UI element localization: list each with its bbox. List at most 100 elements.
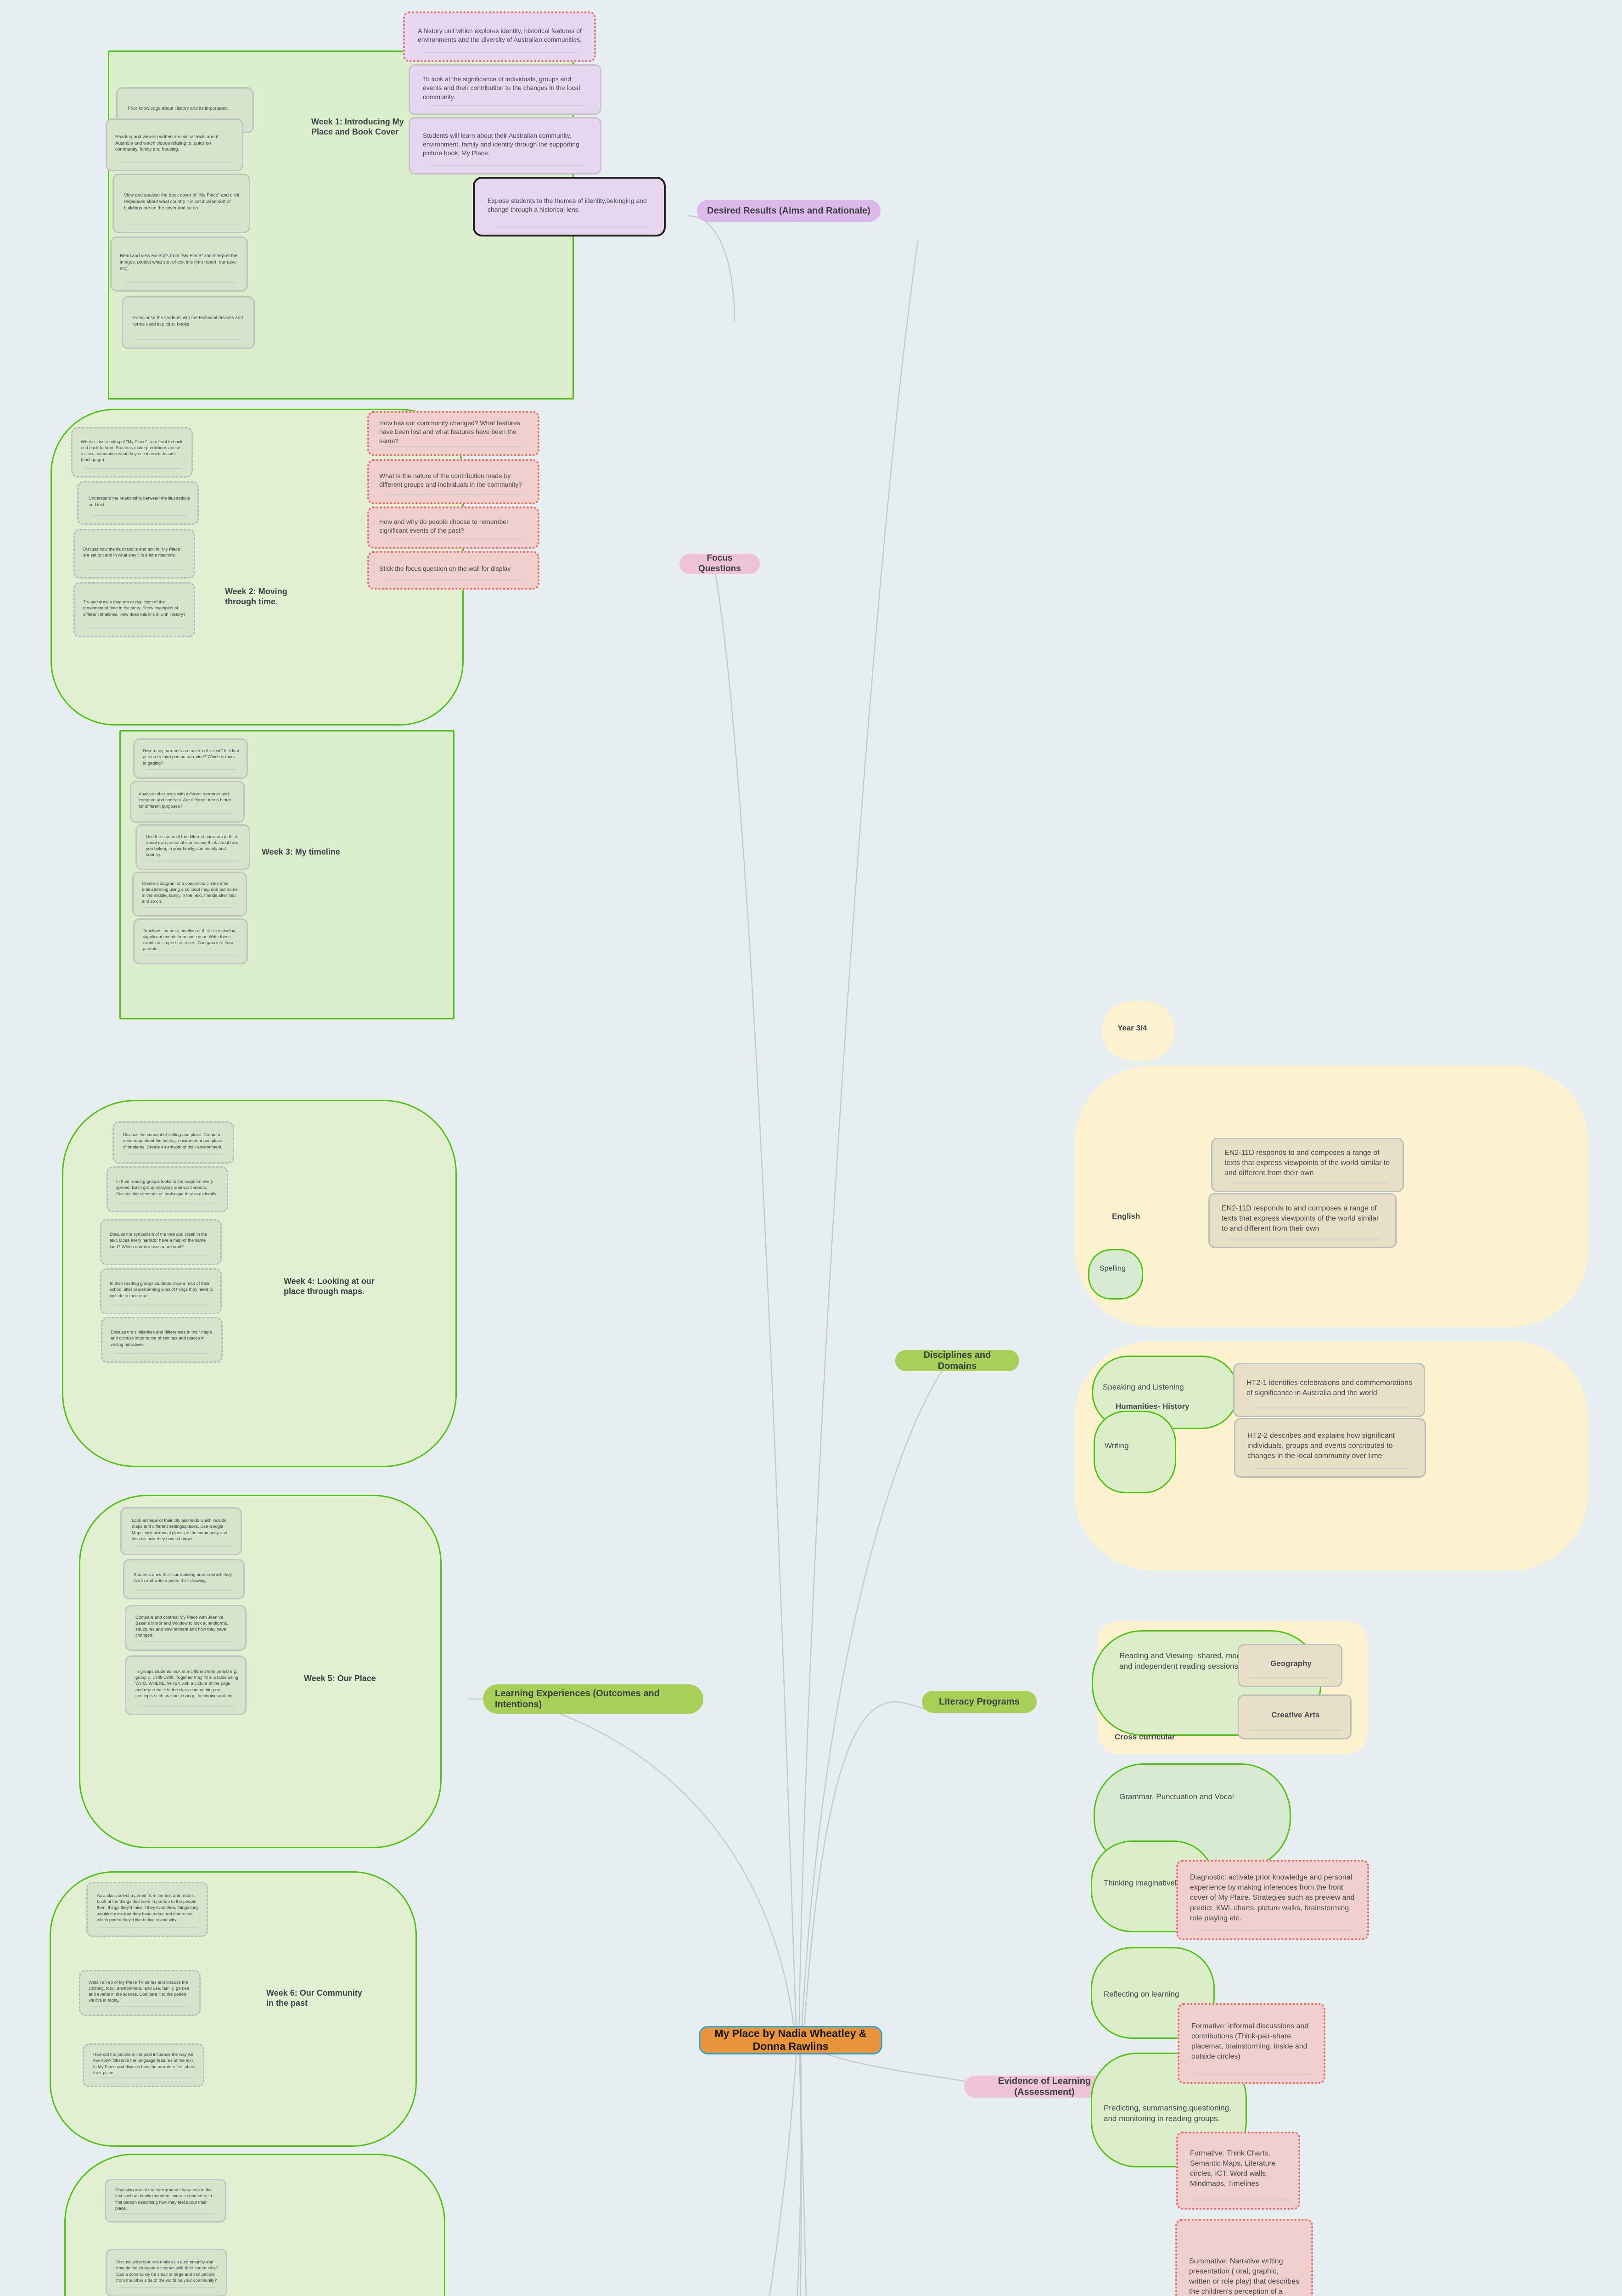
week-5-item-0[interactable]: Look at maps of their city and texts whi… [120,1507,242,1555]
week-4-item-3[interactable]: In their reading groups students draw a … [100,1268,222,1314]
cross-curricular-label: Cross curricular [1115,1733,1175,1741]
card-text: Use the stories of the different narrato… [146,834,239,858]
card-text: Choosing one of the background character… [115,2188,212,2211]
week-3-item-1[interactable]: Analyse other texts with different narra… [130,781,245,823]
evidence-card-0[interactable]: Diagnostic: activate prior knowledge and… [1176,1860,1369,1940]
week-6-label: Week 6: Our Community in the past [266,1988,362,2008]
card-text: Look at maps of their city and texts whi… [132,1518,228,1542]
week-1-label: Week 1: Introducing My Place and Book Co… [311,117,404,136]
week-1-item-2[interactable]: View and analyse the book cover of "My P… [112,174,250,233]
focus-question-2[interactable]: How and why do people choose to remember… [367,506,539,549]
predicting-summarising-label: Predicting, summarising,questioning, and… [1104,2104,1231,2123]
card-text: Students will learn about their Australi… [423,131,579,157]
desired-results-item-1[interactable]: To look at the significance of individua… [409,64,601,115]
spelling-blob[interactable] [1088,1249,1143,1300]
week-2-item-1[interactable]: Understand the relationship between the … [77,481,199,525]
evidence-card-1[interactable]: Formative: informal discussions and cont… [1178,2003,1325,2084]
week-3-item-4[interactable]: Timelines: create a timeline of their li… [133,918,248,964]
card-text: Understand the relationship between the … [89,496,190,507]
card-text: Formative: informal discussions and cont… [1191,2022,1309,2061]
card-text: Try and draw a diagram or depiction of t… [83,600,186,617]
speaking-listening-label: Speaking and Listening [1103,1383,1184,1391]
desired-results-item-3[interactable]: Expose students to the themes of identit… [473,177,666,236]
card-text: Formative: Think Charts, Semantic Maps, … [1190,2149,1276,2188]
week-6-item-0[interactable]: As a class select a period from the text… [86,1882,208,1937]
card-text: Watch an ep of My Place TV series and di… [89,1980,189,2003]
card-text: Creative Arts [1271,1711,1320,1720]
week-3-item-3[interactable]: Create a diagram of 5 concentric circles… [132,872,247,917]
branch-disciplines[interactable]: Disciplines and Domains [895,1350,1019,1371]
week-3-item-2[interactable]: Use the stories of the different narrato… [135,824,250,870]
year-label: Year 3/4 [1117,1024,1147,1032]
branch-literacy-programs[interactable]: Literacy Programs [922,1691,1037,1713]
writing-blob[interactable] [1094,1411,1176,1493]
card-text: Prior knowledge about History and its im… [128,106,229,112]
week-4-item-2[interactable]: Discuss the symbolism of the tree and cr… [100,1219,222,1265]
evidence-card-3[interactable]: Summative: Narrative writing presentatio… [1175,2219,1313,2296]
card-text: Create a diagram of 5 concentric circles… [142,881,238,905]
card-text: In groups students look at a different t… [135,1669,238,1699]
grammar-label: Grammar, Punctuation and Vocal [1119,1792,1234,1801]
week-7-group [64,2154,445,2296]
spelling-label: Spelling [1100,1265,1126,1272]
reading-viewing-label: Reading and Viewing- shared, modelled an… [1119,1651,1258,1671]
card-text: Whole class reading of "My Place" from f… [81,439,183,463]
evidence-card-2[interactable]: Formative: Think Charts, Semantic Maps, … [1176,2132,1300,2210]
week-1-item-4[interactable]: Familiarise the students wth the technic… [122,296,255,349]
reflecting-on-learning-label: Reflecting on learning [1104,1990,1179,1998]
central-node[interactable]: My Place by Nadia Wheatley & Donna Rawli… [699,2026,882,2054]
card-text: Summative: Narrative writing presentatio… [1189,2257,1300,2296]
week-7-item-0[interactable]: Choosing one of the background character… [105,2179,226,2223]
week-4-label: Week 4: Looking at our place through map… [284,1277,375,1296]
card-text: Discuss what features makes up a communi… [116,2260,218,2283]
week-4-item-1[interactable]: In their reading groups looks at the map… [107,1166,228,1212]
history-outcome-0[interactable]: HT2-1 identifies celebrations and commem… [1233,1363,1425,1417]
card-text: Compare and contrast My Place with Jeann… [135,1615,228,1638]
card-text: Discuss the symbolism of the tree and cr… [110,1232,208,1249]
week-7-item-1[interactable]: Discuss what features makes up a communi… [106,2249,227,2296]
writing-label: Writing [1105,1441,1129,1450]
week-3-item-0[interactable]: How many narrators are used in the text?… [133,738,248,779]
card-text: Stick the focus question on the wall for… [379,565,511,573]
week-5-item-3[interactable]: In groups students look at a different t… [125,1655,247,1715]
week-5-item-2[interactable]: Compare and contrast My Place with Jeann… [125,1605,247,1651]
week-1-item-1[interactable]: Reading and viewing written and visual t… [106,118,243,171]
history-outcome-1[interactable]: HT2-2 describes and explains how signifi… [1234,1418,1426,1478]
english-outcome-1[interactable]: EN2-11D responds to and composes a range… [1208,1193,1397,1248]
week-2-item-2[interactable]: Discuss how the illustrations and text i… [73,529,195,579]
week-6-item-1[interactable]: Watch an ep of My Place TV series and di… [79,1970,201,2016]
card-text: Discuss the similarities and differences… [111,1330,212,1347]
desired-results-item-0[interactable]: A history unit which explores identity, … [403,11,596,62]
card-text: Expose students to the themes of identit… [488,197,647,213]
desired-results-item-2[interactable]: Students will learn about their Australi… [409,117,601,174]
week-4-item-4[interactable]: Discuss the similarities and differences… [101,1317,223,1363]
week-4-item-0[interactable]: Discuss the concept of setting and place… [112,1121,234,1164]
focus-question-1[interactable]: What is the nature of the contribution m… [367,459,539,504]
week-3-label: Week 3: My timeline [262,847,340,856]
card-text: Timelines: create a timeline of their li… [143,928,236,952]
card-text: In their reading groups looks at the map… [116,1179,218,1197]
thinking-imaginatively-label: Thinking imaginatively, [1104,1879,1182,1887]
year-group-cloud [1102,1001,1175,1061]
card-text: What is the nature of the contribution m… [379,472,522,488]
week-2-item-0[interactable]: Whole class reading of "My Place" from f… [71,427,193,478]
week-2-item-3[interactable]: Try and draw a diagram or depiction of t… [73,582,195,637]
branch-learning-experiences[interactable]: Learning Experiences (Outcomes and Inten… [483,1684,703,1714]
branch-focus-questions[interactable]: Focus Questions [679,553,760,574]
focus-question-3[interactable]: Stick the focus question on the wall for… [367,551,539,590]
card-text: HT2-1 identifies celebrations and commem… [1246,1379,1413,1397]
english-outcome-0[interactable]: EN2-11D responds to and composes a range… [1211,1138,1404,1192]
branch-desired-results[interactable]: Desired Results (Aims and Rationale) [697,200,881,222]
week-1-item-3[interactable]: Read and view excerpts from "My Place" a… [110,236,248,292]
cross-curricular-creative-arts[interactable]: Creative Arts [1238,1694,1352,1739]
card-text: Diagnostic: activate prior knowledge and… [1190,1874,1355,1922]
cross-curricular-geography[interactable]: Geography [1238,1644,1342,1687]
card-text: View and analyse the book cover of "My P… [124,193,239,211]
focus-question-0[interactable]: How has our community changed? What feat… [367,411,539,456]
week-6-item-2[interactable]: How did the people in the past influence… [83,2043,204,2087]
week-5-item-1[interactable]: Students draw their surrounding area in … [123,1559,245,1599]
card-text: Analyse other texts with different narra… [139,792,231,809]
english-label: English [1112,1212,1140,1221]
card-text: A history unit which explores identity, … [418,27,582,43]
